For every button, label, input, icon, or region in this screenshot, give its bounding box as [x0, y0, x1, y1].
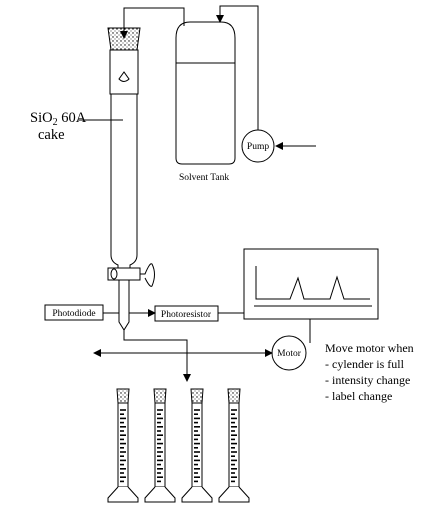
cylinder-body	[154, 402, 166, 488]
pump-to-tank-tube	[216, 5, 259, 130]
cylinder-body	[191, 402, 203, 488]
column-body	[110, 94, 138, 273]
cake-label-line2: cake	[38, 127, 65, 143]
instruction-line-3: - intensity change	[325, 373, 410, 387]
cylinder-stopper	[116, 388, 130, 404]
column-outlet-tip	[118, 280, 130, 331]
recorder-display	[243, 248, 379, 320]
cylinder-base	[181, 486, 213, 503]
solvent-tank: Solvent Tank	[175, 21, 236, 183]
graduated-cylinders	[107, 388, 250, 503]
stopcock-symbol-top	[118, 71, 130, 82]
pump-label: Pump	[247, 142, 269, 152]
solvent-tank-label: Solvent Tank	[179, 173, 229, 183]
photodiode-label: Photodiode	[52, 309, 95, 319]
chromatogram-trace	[255, 266, 370, 300]
cylinder-base	[107, 486, 139, 503]
solvent-feed-tube	[120, 7, 185, 39]
cylinder-stopper	[227, 388, 241, 404]
instruction-line-4: - label change	[325, 389, 392, 403]
graduated-cylinder	[107, 388, 139, 503]
graduated-cylinder	[181, 388, 213, 503]
photoresistor-label: Photoresistor	[161, 310, 212, 320]
instruction-line-2: - cylender is full	[325, 357, 405, 371]
motor-label: Motor	[277, 349, 302, 359]
recorder-box	[243, 248, 379, 320]
instruction-line-1: Move motor when	[325, 341, 414, 355]
cylinder-base	[218, 486, 250, 503]
chromatography-column	[107, 27, 155, 331]
cylinder-stopper	[190, 388, 204, 404]
stopcock-handle	[140, 263, 155, 287]
cylinder-base	[144, 486, 176, 503]
cylinder-body	[117, 402, 129, 488]
cylinder-body	[228, 402, 240, 488]
solvent-tank-body	[175, 21, 236, 165]
cylinder-stopper	[153, 388, 167, 404]
motor-instructions: Move motor when - cylender is full - int…	[325, 341, 414, 403]
stopcock-key	[110, 268, 118, 280]
photodiode-control-line	[123, 330, 191, 382]
graduated-cylinder	[218, 388, 250, 503]
cake-label-line1: SiO2 60A	[30, 110, 87, 128]
graduated-cylinder	[144, 388, 176, 503]
